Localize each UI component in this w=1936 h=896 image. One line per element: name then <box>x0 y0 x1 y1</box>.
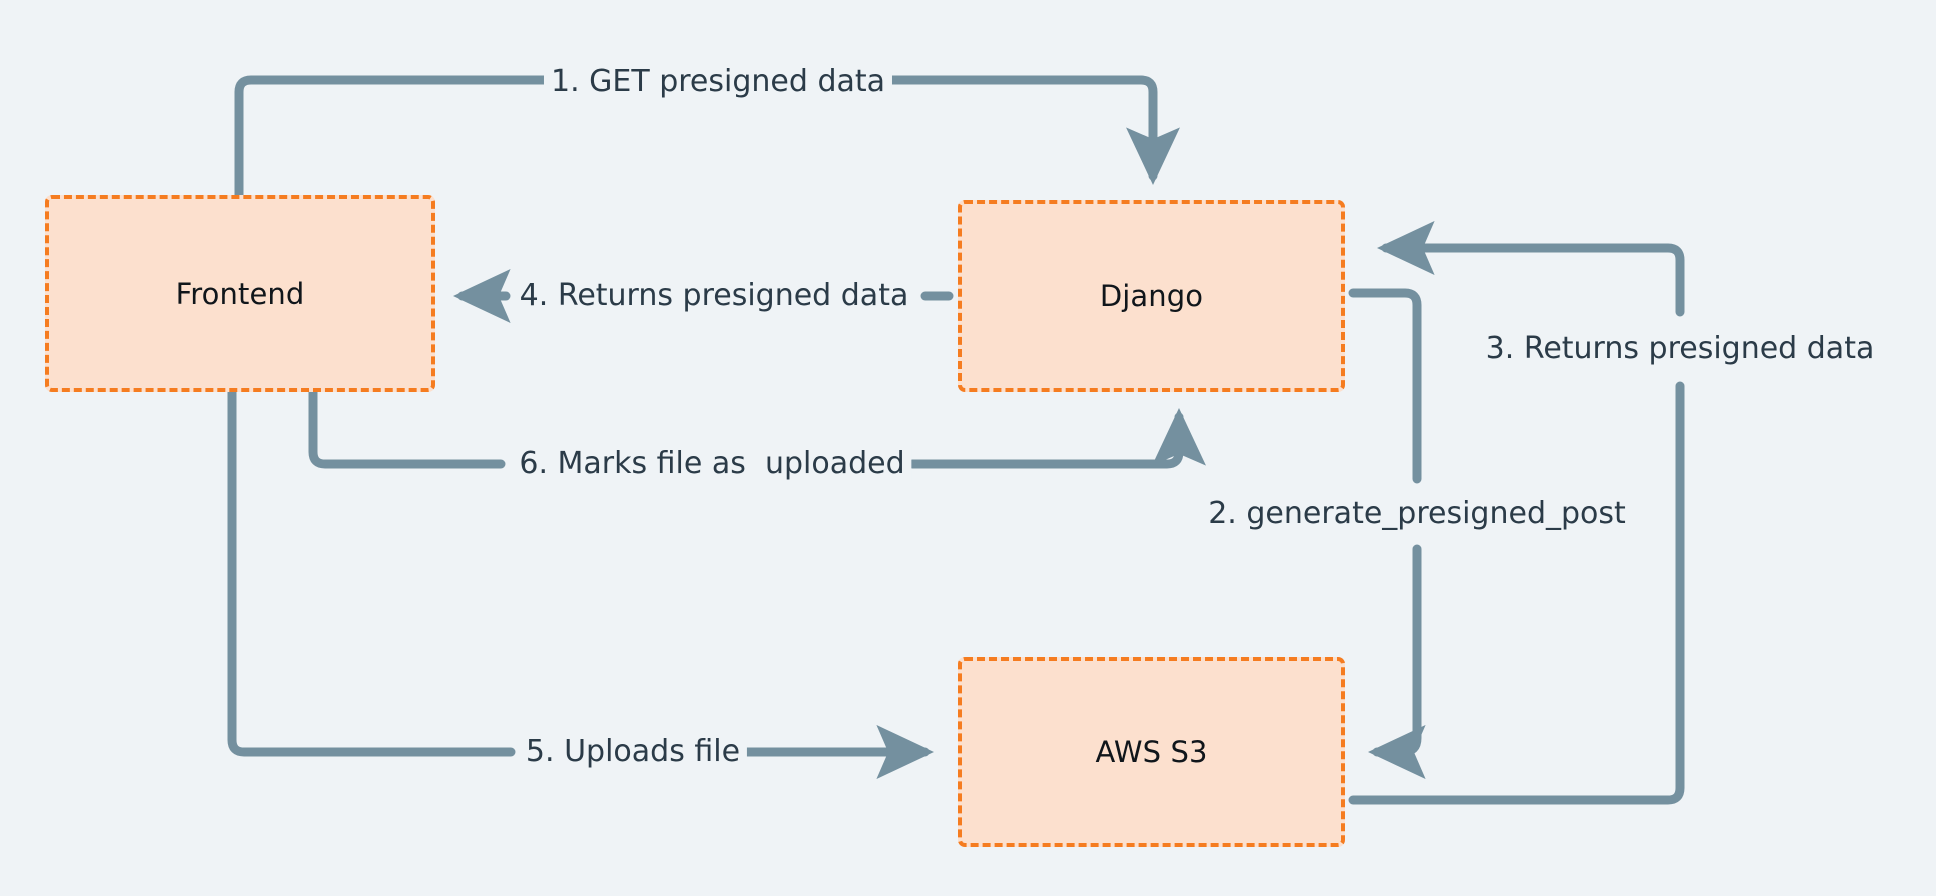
edge-label-2: 2. generate_presigned_post <box>1201 496 1633 532</box>
edge-path-1a <box>234 75 571 200</box>
edge-path-1b <box>868 75 1180 185</box>
edge-path-3a <box>1348 381 1685 805</box>
edge-path-5a <box>227 387 516 757</box>
edge-path-6a <box>308 387 506 469</box>
edge-path-6b <box>907 408 1206 469</box>
node-frontend[interactable]: Frontend <box>45 195 435 392</box>
node-aws-s3-label: AWS S3 <box>1095 735 1208 769</box>
node-django[interactable]: Django <box>958 200 1345 392</box>
node-aws-s3[interactable]: AWS S3 <box>958 657 1345 847</box>
edge-label-6: 6. Marks file as uploaded <box>512 446 912 482</box>
edge-path-2a <box>1348 288 1422 484</box>
node-django-label: Django <box>1099 279 1204 313</box>
edge-label-3: 3. Returns presigned data <box>1478 331 1882 367</box>
edge-label-1: 1. GET presigned data <box>543 64 893 100</box>
node-frontend-label: Frontend <box>175 276 305 311</box>
edge-path-3b <box>1377 221 1685 317</box>
edge-label-4: 4. Returns presigned data <box>512 278 916 314</box>
edge-label-5: 5. Uploads file <box>518 734 748 770</box>
edge-path-2b <box>1368 544 1426 779</box>
